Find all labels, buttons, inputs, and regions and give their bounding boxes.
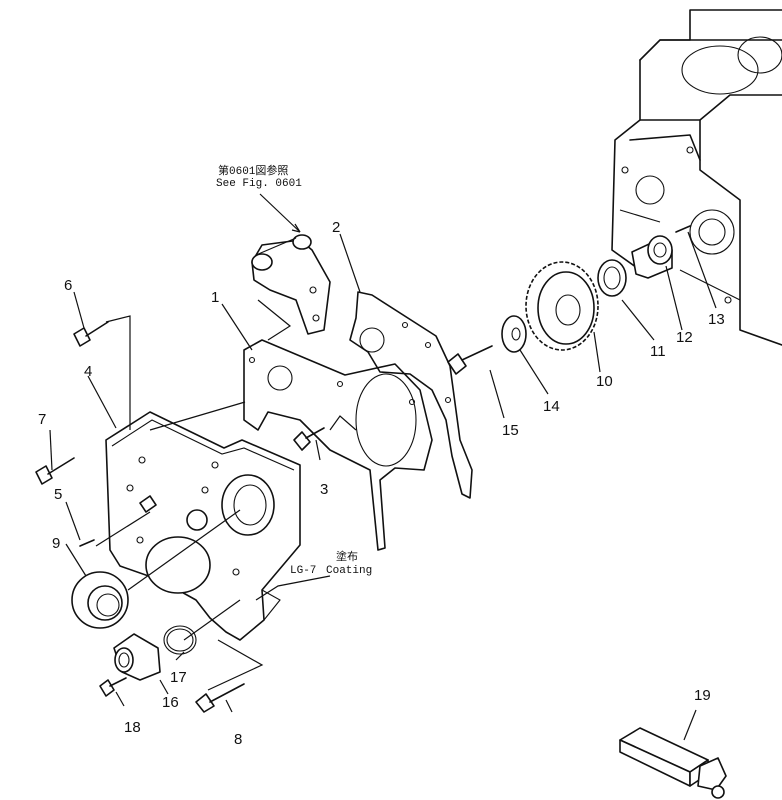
washer-part-14 <box>501 315 527 353</box>
callout-16: 16 <box>162 694 179 711</box>
callout-14: 14 <box>543 398 560 415</box>
tool-part-19 <box>619 727 727 799</box>
callout-6: 6 <box>64 277 72 294</box>
callout-5: 5 <box>54 486 62 503</box>
callout-1: 1 <box>211 289 219 306</box>
callout-2: 2 <box>332 219 340 236</box>
bolt-part-15 <box>447 345 493 375</box>
gasket-part-2 <box>349 291 473 499</box>
bushing-part-11 <box>597 259 627 297</box>
callout-12: 12 <box>676 329 693 346</box>
idler-gear-part-10 <box>525 261 599 351</box>
callout-7: 7 <box>38 411 46 428</box>
callout-10: 10 <box>596 373 613 390</box>
callout-19: 19 <box>694 687 711 704</box>
bolt-part-18 <box>99 677 127 697</box>
stud-part-13 <box>675 225 691 233</box>
pin-part-5 <box>79 539 95 547</box>
callout-3: 3 <box>320 481 328 498</box>
callout-9: 9 <box>52 535 60 552</box>
callout-17: 17 <box>170 669 187 686</box>
coating-note-en: Coating <box>326 565 372 577</box>
shaft-part-12 <box>631 235 673 279</box>
elbow-part-16 <box>113 633 161 681</box>
gasket-part-1 <box>243 339 433 551</box>
bolt-part-6 <box>73 321 109 347</box>
leader-lines <box>49 193 717 741</box>
callout-4: 4 <box>84 363 92 380</box>
callout-8: 8 <box>234 731 242 748</box>
callout-15: 15 <box>502 422 519 439</box>
coating-note-prefix: LG-7 <box>290 565 316 577</box>
bolt-part-7 <box>35 457 75 485</box>
callout-18: 18 <box>124 719 141 736</box>
notes: 第0601図参照 See Fig. 0601 塗布 LG-7 Coating <box>216 163 372 577</box>
oil-seal-part-9 <box>71 571 129 629</box>
callout-11: 11 <box>650 343 666 360</box>
callout-13: 13 <box>708 311 725 328</box>
o-ring-part-17 <box>163 625 197 655</box>
see-fig-note-jp: 第0601図参照 <box>218 163 288 178</box>
callout-numbers: 1 2 3 4 5 6 7 8 9 10 11 12 13 14 15 16 1… <box>38 219 725 748</box>
bolt-part-8 <box>195 683 245 713</box>
bolt-part-3 <box>293 427 325 451</box>
front-cover-part-4 <box>105 411 301 641</box>
coating-note-jp: 塗布 <box>336 549 358 564</box>
bracket-part <box>251 234 331 335</box>
engine-block <box>611 9 782 346</box>
see-fig-note-en: See Fig. 0601 <box>216 178 302 190</box>
